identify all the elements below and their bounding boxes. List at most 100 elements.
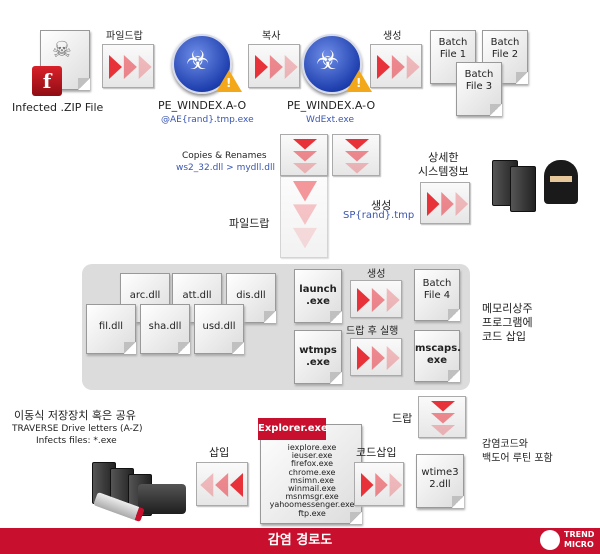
chevron-shape [255, 55, 268, 79]
chevron-shape [371, 346, 385, 370]
chevron-shape [123, 55, 137, 79]
insert-arrow-box [196, 462, 248, 506]
process-item: winmail.exe [288, 484, 336, 494]
dropfile-label: 파일드랍 [106, 31, 143, 42]
wtmps-exe-file: wtmps .exe [294, 330, 342, 384]
create2-label: 생성 [371, 199, 392, 212]
infects-label: Infects files: *.exe [36, 436, 117, 446]
create-label: 생성 [383, 31, 402, 42]
chevron-shape [293, 139, 317, 150]
copies-detail: ws2_32.dll > mydll.dll [176, 163, 275, 173]
footer-title: 감염 경로도 [267, 533, 333, 548]
chevron-shape [406, 55, 420, 79]
warning-icon: ! [216, 70, 242, 92]
chevron-shape [138, 55, 152, 79]
chevron-arrow-icon [109, 55, 152, 79]
chevron-shape [293, 181, 317, 202]
brand-line1: TREND [564, 530, 595, 539]
batch-file-2: Batch File 2 [482, 30, 528, 84]
panel-create-arrow-box [350, 280, 402, 318]
process-item: msimn.exe [290, 475, 334, 485]
mscaps-exe-file: mscaps. exe [414, 330, 461, 382]
chevron-shape [293, 227, 317, 249]
dll-file-sha: sha.dll [140, 304, 190, 354]
sysinfo-label: 상세한 시스템정보 [418, 151, 469, 178]
biohazard-symbol-icon: ☣ [186, 46, 210, 76]
chevron-shape [391, 55, 405, 79]
pe2-file: WdExt.exe [306, 115, 354, 125]
process-item: chrome.exe [288, 467, 336, 477]
memory-label: 메모리상주 프로그램에 코드 삽입 [482, 302, 533, 343]
dropfile2-label: 파일드랍 [229, 217, 270, 230]
chevron-shape [345, 163, 369, 174]
chevron-arrow-icon [293, 139, 317, 174]
chevron-shape [375, 473, 388, 497]
chevron-shape [293, 204, 317, 225]
trend-logo-icon [540, 530, 560, 550]
chevron-shape [200, 473, 214, 497]
chevron-arrow-icon [293, 181, 317, 249]
hacker-icon [544, 160, 578, 204]
server-icon [510, 166, 536, 212]
down-arrow-box-faded [280, 176, 328, 258]
hacker-eyes-icon [550, 176, 572, 182]
process-item: iexplore.exe [287, 443, 337, 452]
zip-label: Infected .ZIP File [12, 101, 104, 114]
pe2-name: PE_WINDEX.A-O [287, 99, 376, 112]
drop-exec-label: 드랍 후 실행 [346, 326, 399, 337]
down-arrow-box [280, 134, 328, 176]
chevron-arrow-icon [431, 401, 455, 436]
chevron-shape [357, 288, 370, 312]
chevron-arrow-icon [357, 346, 400, 370]
chevron-shape [431, 425, 455, 436]
chevron-shape [293, 163, 317, 174]
dll-file-usd: usd.dll [194, 304, 244, 354]
pe1-file: @AE{rand}.tmp.exe [161, 115, 254, 125]
down-arrow-box [332, 134, 380, 176]
process-item: firefox.exe [290, 459, 333, 469]
chevron-shape [215, 473, 229, 497]
chevron-shape [377, 55, 390, 79]
skull-icon: ☠ [52, 38, 72, 63]
chevron-shape [371, 288, 385, 312]
chevron-shape [431, 413, 455, 424]
traverse-label: TRAVERSE Drive letters (A-Z) [12, 424, 143, 434]
biohazard-symbol-icon: ☣ [316, 46, 340, 76]
chevron-shape [345, 151, 369, 162]
infection-label: 감염코드와 백도어 루틴 포함 [482, 439, 553, 464]
brand-line2: MICRO [564, 540, 594, 549]
copy-arrow-box [248, 44, 300, 88]
drop-down-arrow-box [418, 396, 466, 438]
process-item: ieuser.exe [291, 451, 333, 461]
process-item: ftp.exe [298, 508, 326, 518]
drop-exec-arrow-box [350, 338, 402, 376]
chevron-arrow-icon [377, 55, 420, 79]
drop-arrow-box [102, 44, 154, 88]
process-list: iexplore.exe ieuser.exe firefox.exe chro… [262, 443, 362, 518]
chevron-shape [455, 192, 469, 216]
explorer-doc [260, 424, 362, 524]
chevron-shape [441, 192, 454, 216]
copy-label: 복사 [262, 31, 281, 42]
chevron-shape [361, 473, 374, 497]
drop-label: 드랍 [392, 412, 413, 425]
batch-file-3: Batch File 3 [456, 62, 502, 116]
chevron-shape [269, 55, 283, 79]
create-arrow-box [370, 44, 422, 88]
chevron-arrow-icon [200, 473, 243, 497]
flash-icon: f [32, 66, 62, 96]
wtime-dll-file: wtime3 2.dll [416, 454, 464, 508]
chevron-shape [427, 192, 440, 216]
chevron-shape [284, 55, 298, 79]
external-drive-icon [138, 484, 186, 514]
chevron-arrow-icon [345, 139, 369, 174]
code-insert-label: 코드삽입 [356, 446, 397, 459]
create2-file: SP{rand}.tmp [343, 210, 415, 221]
code-insert-arrow-box [354, 462, 404, 506]
chevron-arrow-icon [255, 55, 298, 79]
create2-arrow-box [420, 182, 470, 224]
launch-exe-file: launch .exe [294, 269, 342, 323]
process-item: msnmsgr.exe [285, 492, 339, 502]
batch-file-4: Batch File 4 [414, 269, 460, 321]
dll-file-fil: fil.dll [86, 304, 136, 354]
